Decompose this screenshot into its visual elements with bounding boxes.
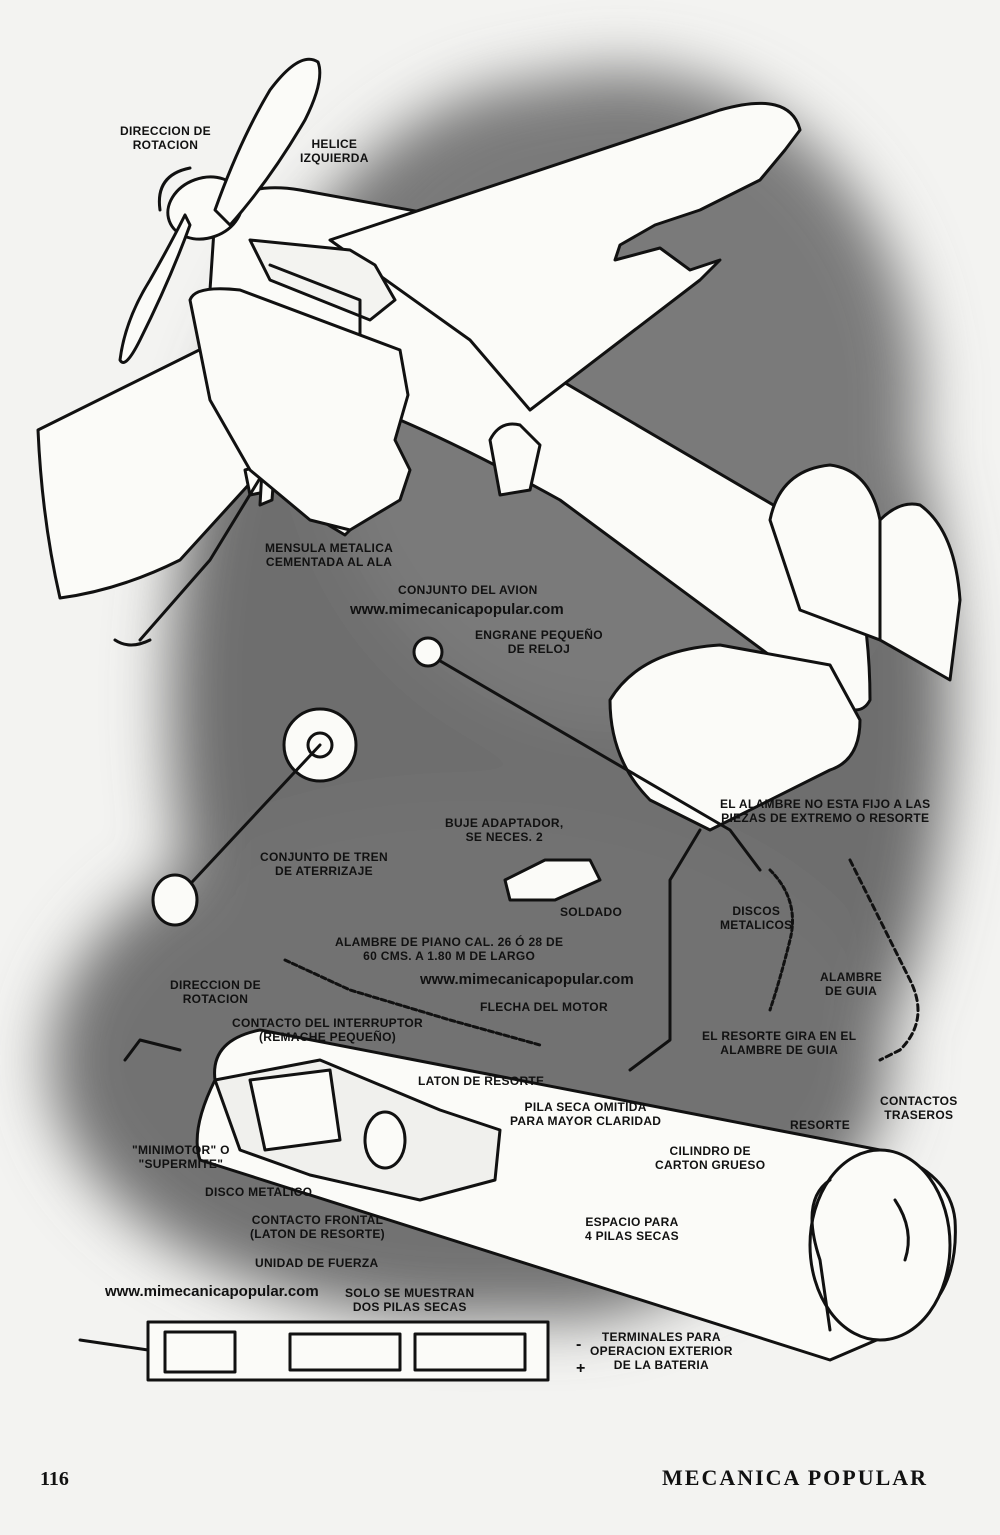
label-disco-metalico: DISCO METALICO (205, 1185, 313, 1199)
label-buje: BUJE ADAPTADOR,SE NECES. 2 (445, 816, 564, 844)
tail-fin (768, 463, 882, 642)
label-minus: - (576, 1336, 582, 1353)
label-resorte: RESORTE (790, 1118, 851, 1132)
label-contacto-interruptor: CONTACTO DEL INTERRUPTOR(REMACHE PEQUEÑO… (232, 1016, 423, 1044)
label-minimotor: "MINIMOTOR" O"SUPERMITE" (132, 1143, 230, 1171)
tail-rudder (878, 502, 962, 682)
guide-spring-coil (768, 868, 794, 1012)
propeller-lower (118, 213, 192, 364)
label-contacto-frontal: CONTACTO FRONTAL(LATON DE RESORTE) (250, 1213, 385, 1241)
metal-disc (363, 1110, 407, 1170)
right-wing (328, 101, 802, 412)
landing-gear-leg (138, 468, 267, 642)
gear-shaft (428, 653, 762, 872)
motor-shaft-spring (283, 958, 542, 1047)
label-plus: + (576, 1360, 586, 1377)
page-number: 116 (40, 1468, 69, 1490)
box-cell-2 (413, 1332, 527, 1372)
clock-gear (412, 636, 444, 668)
gear-wing-part (188, 287, 412, 532)
stabilizer (608, 643, 862, 832)
watermark-2: www.mimecanicapopular.com (420, 971, 634, 988)
bushing (503, 858, 602, 902)
fuselage-insert (488, 422, 542, 497)
gear-strut (178, 743, 322, 897)
rotation-arrow-hook (113, 638, 152, 647)
rear-spring (893, 1198, 910, 1262)
label-conjunto-avion: CONJUNTO DEL AVION (398, 583, 538, 597)
power-box (78, 1320, 550, 1382)
watermark-3: www.mimecanicapopular.com (105, 1283, 319, 1300)
box-cell-1 (288, 1332, 402, 1372)
box-motor (163, 1330, 237, 1374)
external-spring (848, 858, 920, 1062)
crank-wire (628, 828, 702, 1072)
landing-gear-detail (151, 287, 412, 927)
watermark-1: www.mimecanicapopular.com (350, 601, 564, 618)
minimotor (248, 1068, 342, 1152)
power-unit (123, 1028, 957, 1362)
propeller-upper (213, 57, 322, 227)
label-soldado: SOLDADO (560, 905, 623, 919)
cylinder-end (808, 1148, 952, 1342)
winding-assembly (283, 636, 920, 1072)
label-laton: LATON DE RESORTE (418, 1074, 545, 1088)
box-lead (78, 1338, 150, 1352)
magazine-title: MECANICA POPULAR (662, 1465, 929, 1490)
gear-wheel (151, 873, 199, 927)
label-unidad: UNIDAD DE FUERZA (255, 1256, 379, 1270)
lead-wire (123, 1038, 182, 1062)
rotation-arrow-top (157, 166, 192, 212)
label-flecha: FLECHA DEL MOTOR (480, 1000, 608, 1014)
rear-lead (810, 1178, 832, 1332)
